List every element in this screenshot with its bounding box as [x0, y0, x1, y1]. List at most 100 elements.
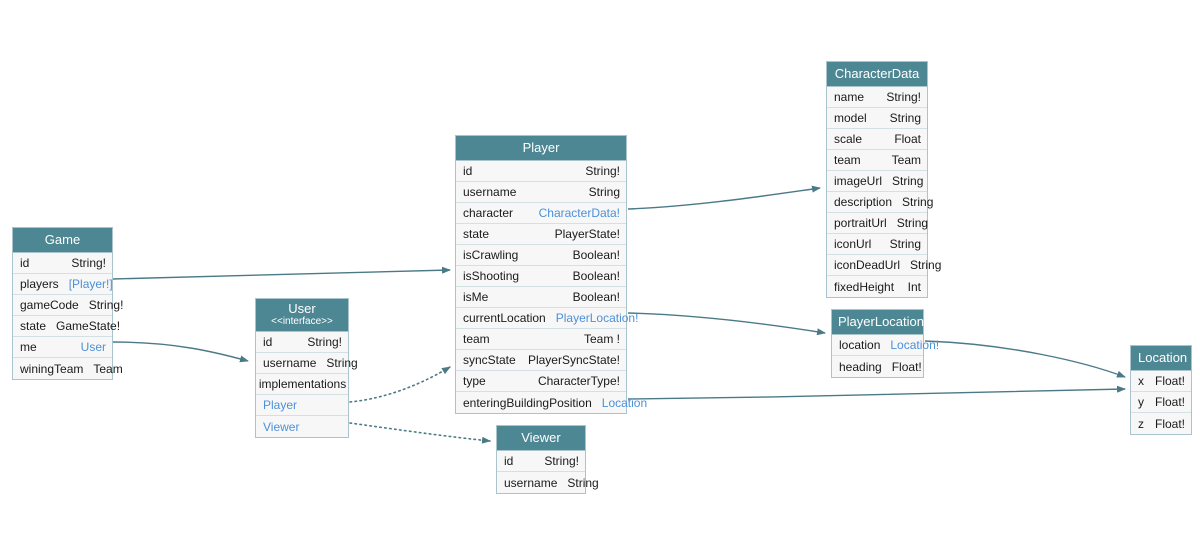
- entity-header-location: Location: [1131, 346, 1191, 371]
- field-type: String: [889, 111, 921, 125]
- field-name: iconUrl: [834, 237, 872, 251]
- field-type[interactable]: Location: [601, 395, 648, 410]
- field-type: String: [896, 216, 929, 230]
- field-type: Boolean!: [572, 248, 620, 262]
- entity-field-row[interactable]: isCrawling Boolean!: [456, 245, 626, 266]
- entity-field-row[interactable]: id String!: [13, 253, 112, 274]
- edge-game-players-to-player: [112, 266, 451, 280]
- field-type: String!: [71, 256, 106, 270]
- field-name[interactable]: Player: [263, 398, 298, 412]
- entity-field-row[interactable]: Viewer: [256, 416, 348, 437]
- field-name: isMe: [463, 290, 489, 304]
- field-name: isCrawling: [463, 248, 519, 262]
- edge-user-player-impl: [349, 366, 451, 403]
- field-name: team: [834, 153, 861, 167]
- field-name: id: [20, 256, 30, 270]
- field-name: imageUrl: [834, 174, 883, 188]
- entity-title: CharacterData: [834, 66, 920, 81]
- edge-user-viewer-impl: [349, 422, 491, 444]
- field-type: String: [902, 195, 934, 209]
- field-type: Float!: [1154, 374, 1185, 388]
- entity-header-characterdata: CharacterData: [827, 62, 927, 87]
- field-name: fixedHeight: [834, 279, 895, 294]
- field-name: heading: [839, 359, 882, 374]
- field-type: Float!: [891, 359, 922, 374]
- field-type[interactable]: User: [80, 340, 106, 354]
- field-name: iconDeadUrl: [834, 258, 901, 272]
- entity-field-row[interactable]: Player: [256, 395, 348, 416]
- field-type: String: [567, 475, 599, 490]
- field-name: description: [834, 195, 893, 209]
- entity-title: Viewer: [521, 430, 561, 445]
- entity-header-player: Player: [456, 136, 626, 161]
- field-type: PlayerSyncState!: [527, 353, 620, 367]
- edge-player-currentlocation-to-playerlocation: [627, 312, 826, 336]
- entity-field-row[interactable]: implementations: [256, 374, 348, 395]
- field-type: String!: [307, 335, 342, 349]
- field-type: GameState!: [56, 319, 121, 333]
- field-type: Float: [894, 132, 921, 146]
- field-name[interactable]: Viewer: [263, 419, 300, 434]
- field-type: PlayerState!: [554, 227, 620, 241]
- field-type[interactable]: Location!: [890, 338, 940, 352]
- field-type[interactable]: [Player!]: [68, 277, 113, 291]
- field-type: CharacterType!: [537, 374, 620, 388]
- field-type[interactable]: CharacterData!: [538, 206, 620, 220]
- field-type: String: [892, 174, 924, 188]
- entity-field-row[interactable]: players[Player!]: [13, 274, 113, 295]
- entity-header-playerlocation: PlayerLocation: [832, 310, 924, 335]
- field-name: username: [263, 356, 317, 370]
- field-type: Float!: [1154, 416, 1185, 431]
- field-name: gameCode: [20, 298, 79, 312]
- field-type[interactable]: PlayerLocation!: [555, 311, 639, 325]
- entity-field-row[interactable]: description String: [827, 192, 933, 213]
- entity-title: Player: [522, 140, 560, 155]
- field-name: state: [463, 227, 490, 241]
- entity-field-row[interactable]: imageUrl String: [827, 171, 927, 192]
- entity-stereotype: <<interface>>: [271, 316, 333, 327]
- entity-field-row[interactable]: heading Float!: [832, 356, 923, 377]
- field-type: Team: [93, 361, 123, 376]
- entity-field-row[interactable]: state PlayerState!: [456, 224, 626, 245]
- field-name: implementations: [258, 377, 347, 391]
- field-type: String!: [585, 164, 620, 178]
